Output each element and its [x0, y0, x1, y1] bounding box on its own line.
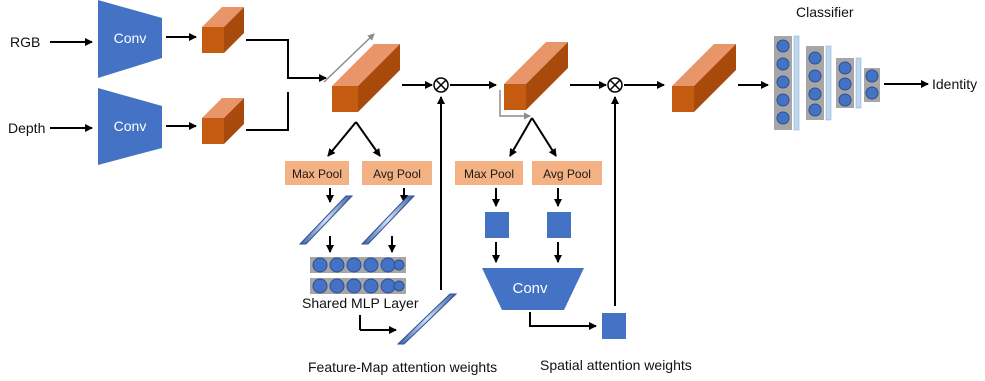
conv-spatial-block: Conv: [482, 268, 584, 310]
refined-feature-cube: [672, 44, 736, 112]
feature-map-weights-label: Feature-Map attention weights: [308, 359, 497, 375]
rgb-merge-arrow: [246, 39, 327, 82]
rgb-input-label: RGB: [10, 34, 40, 50]
spatial-weights-label: Spatial attention weights: [540, 357, 692, 373]
depth-input-label: Depth: [8, 120, 45, 136]
multiply-2-icon: [607, 77, 623, 93]
max-pool-1-label: Max Pool: [292, 167, 342, 181]
spatial-attention-map: [602, 313, 626, 339]
multiply-1-icon: [433, 77, 449, 93]
to-max-pool-2-arrow: [509, 117, 533, 157]
depth-merge-line: [246, 92, 289, 131]
avg-pool-1-box: Avg Pool: [362, 161, 432, 185]
conv-depth-label: Conv: [114, 118, 147, 134]
max-pooled-vector: [298, 195, 354, 245]
avg-pool-2-box: Avg Pool: [532, 161, 602, 185]
classifier-network: [774, 35, 880, 131]
conv-to-spatial-weights-arrow: [529, 312, 597, 330]
depth-feature-cube: [202, 98, 244, 144]
conv-depth-block: Conv: [98, 88, 162, 165]
identity-label: Identity: [932, 76, 977, 92]
to-avg-pool-1-arrow: [355, 121, 381, 157]
avg-pool-2-label: Avg Pool: [543, 167, 591, 181]
shared-mlp-layer: [310, 257, 406, 294]
channel-dimension-arrow: [323, 33, 375, 83]
max-pool-2-label: Max Pool: [464, 167, 514, 181]
channel-refined-cube: [499, 42, 568, 120]
avg-pool-1-label: Avg Pool: [373, 167, 421, 181]
to-max-pool-1-arrow: [327, 121, 357, 157]
rgb-feature-cube: [202, 7, 244, 53]
avg-pooled-map: [547, 212, 571, 238]
spatial-dimension-arrow: [499, 90, 531, 120]
max-pooled-map: [485, 212, 509, 238]
conv-rgb-label: Conv: [114, 30, 147, 46]
to-avg-pool-2-arrow: [531, 117, 557, 157]
concatenated-feature-cube: [323, 33, 400, 112]
conv-spatial-label: Conv: [512, 280, 548, 297]
classifier-label: Classifier: [796, 4, 854, 20]
max-pool-2-box: Max Pool: [455, 161, 523, 185]
shared-mlp-label: Shared MLP Layer: [302, 295, 419, 311]
conv-rgb-block: Conv: [98, 0, 162, 78]
avg-pooled-vector: [360, 195, 416, 245]
feature-map-attention-vector: [396, 293, 458, 345]
max-pool-1-box: Max Pool: [285, 161, 349, 185]
